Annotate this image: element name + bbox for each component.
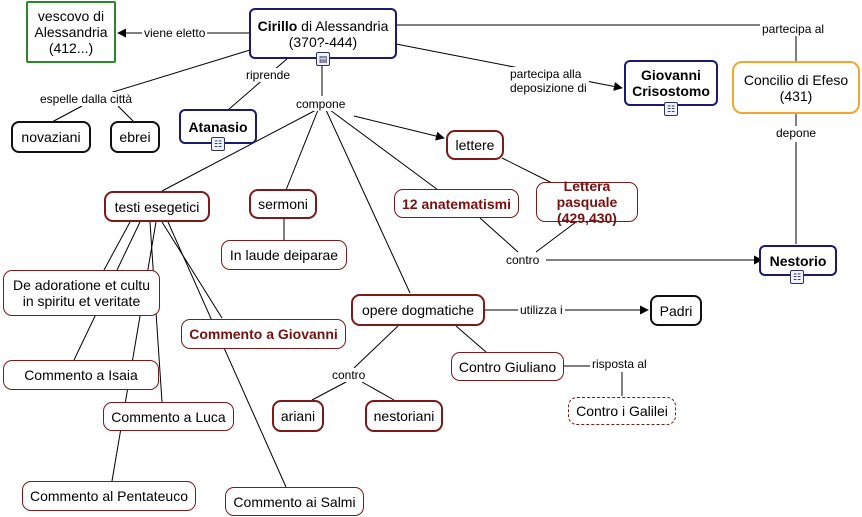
node-lettera-pasquale[interactable]: Lettera pasquale (429,430)	[536, 178, 638, 226]
node-lettera-pasquale-line1: Lettera pasquale	[556, 178, 618, 210]
link-testi-salmi	[167, 221, 287, 488]
node-cirillo[interactable]: Cirillo di Alessandria (370?-444)	[249, 8, 397, 59]
link-testi-giovanni	[161, 221, 223, 319]
node-in-laude[interactable]: In laude deiparae	[221, 240, 347, 270]
link-compone-sermoni	[285, 109, 319, 191]
document-icon[interactable]: ▤	[316, 52, 330, 66]
node-concilio-line2: (431)	[779, 87, 813, 104]
link-compone-anatematismi	[329, 109, 439, 191]
label-partecipa-al: partecipa al	[760, 22, 827, 36]
node-lettera-pasquale-line2: (429,430)	[557, 210, 617, 226]
node-cirillo-rest: di Alessandria	[297, 17, 389, 34]
label-viene-eletto: viene eletto	[142, 26, 208, 40]
link-contro-ariani	[311, 381, 347, 401]
node-lettere[interactable]: lettere	[446, 130, 504, 160]
node-contro-giuliano[interactable]: Contro Giuliano	[451, 352, 564, 381]
link-testi-deadoratione	[103, 221, 131, 271]
label-partecipa-deposizione: partecipa alla deposizione di	[508, 67, 589, 95]
node-cirillo-dates: (370?-444)	[288, 33, 358, 50]
label-partecipa-deposizione-line2: deposizione di	[510, 81, 587, 95]
link-pasquale-contro	[535, 221, 577, 253]
node-vescovo[interactable]: vescovo di Alessandria (412...)	[26, 1, 116, 63]
node-concilio-line1: Concilio di Efeso	[743, 71, 849, 88]
concept-map-icon-atanasio[interactable]: ☷	[211, 137, 225, 151]
link-testi-pentateuco	[111, 221, 157, 482]
node-padri[interactable]: Padri	[650, 295, 702, 326]
label-depone: depone	[774, 126, 819, 140]
node-contro-galilei[interactable]: Contro i Galilei	[568, 397, 676, 425]
label-espelle: espelle dalla città	[38, 92, 135, 106]
concept-map-icon-crisostomo[interactable]: ☷	[664, 102, 678, 116]
link-compone-lettere	[353, 115, 445, 141]
node-testi-esegetici[interactable]: testi esegetici	[104, 191, 210, 222]
link-compone-opere	[325, 109, 411, 294]
node-atanasio[interactable]: Atanasio	[179, 109, 257, 144]
link-partecipa-al-line	[396, 24, 797, 62]
label-utilizza: utilizza i	[518, 303, 565, 317]
node-concilio[interactable]: Concilio di Efeso (431)	[732, 61, 860, 114]
node-de-adoratione-line1: De adoratione et cultu	[13, 277, 150, 293]
label-contro-eretici: contro	[330, 368, 368, 382]
link-espelle-ebrei	[117, 105, 135, 123]
node-commento-pentateuco[interactable]: Commento al Pentateuco	[22, 481, 196, 511]
node-ebrei[interactable]: ebrei	[110, 121, 160, 153]
node-cirillo-name: Cirillo	[257, 17, 298, 34]
link-espelle-novaziani	[51, 105, 83, 123]
node-vescovo-line3: (412...)	[48, 40, 94, 56]
link-espelle-line	[99, 49, 251, 97]
node-de-adoratione-line2: in spiritu et veritate	[22, 293, 141, 309]
node-commento-luca[interactable]: Commento a Luca	[103, 402, 234, 431]
link-compone-testi	[161, 109, 317, 192]
node-commento-isaia[interactable]: Commento a Isaia	[3, 360, 159, 390]
node-sermoni[interactable]: sermoni	[249, 189, 317, 219]
link-contro-nestoriani	[361, 381, 395, 401]
link-lettere-pasquale	[501, 157, 553, 184]
node-nestoriani[interactable]: nestoriani	[365, 400, 443, 432]
node-commento-salmi[interactable]: Commento ai Salmi	[225, 487, 364, 516]
link-opere-giuliano	[455, 325, 487, 353]
label-risposta: risposta al	[590, 357, 649, 371]
label-compone: compone	[294, 97, 348, 111]
node-anatematismi[interactable]: 12 anatematismi	[394, 189, 519, 218]
node-opere-dogmatiche[interactable]: opere dogmatiche	[351, 294, 485, 326]
link-riprende-line	[227, 57, 289, 111]
label-contro-nestorio: contro	[504, 253, 542, 267]
node-giovanni-crisostomo[interactable]: Giovanni Crisostomo	[624, 60, 718, 106]
node-giovanni-crisostomo-line1: Giovanni	[641, 67, 701, 83]
node-vescovo-line2: Alessandria	[34, 24, 108, 40]
node-ariani[interactable]: ariani	[272, 400, 324, 432]
node-de-adoratione[interactable]: De adoratione et cultu in spiritu et ver…	[3, 270, 160, 316]
concept-map-icon-nestorio[interactable]: ☷	[790, 270, 804, 284]
label-riprende: riprende	[244, 68, 293, 82]
node-commento-giovanni[interactable]: Commento a Giovanni	[181, 319, 346, 349]
node-vescovo-line1: vescovo di	[37, 8, 105, 24]
link-anatematismi-contro	[479, 217, 519, 253]
node-novaziani[interactable]: novaziani	[11, 121, 91, 153]
node-giovanni-crisostomo-line2: Crisostomo	[632, 83, 710, 99]
link-opere-contro	[353, 325, 399, 369]
label-partecipa-deposizione-line1: partecipa alla	[510, 67, 582, 81]
